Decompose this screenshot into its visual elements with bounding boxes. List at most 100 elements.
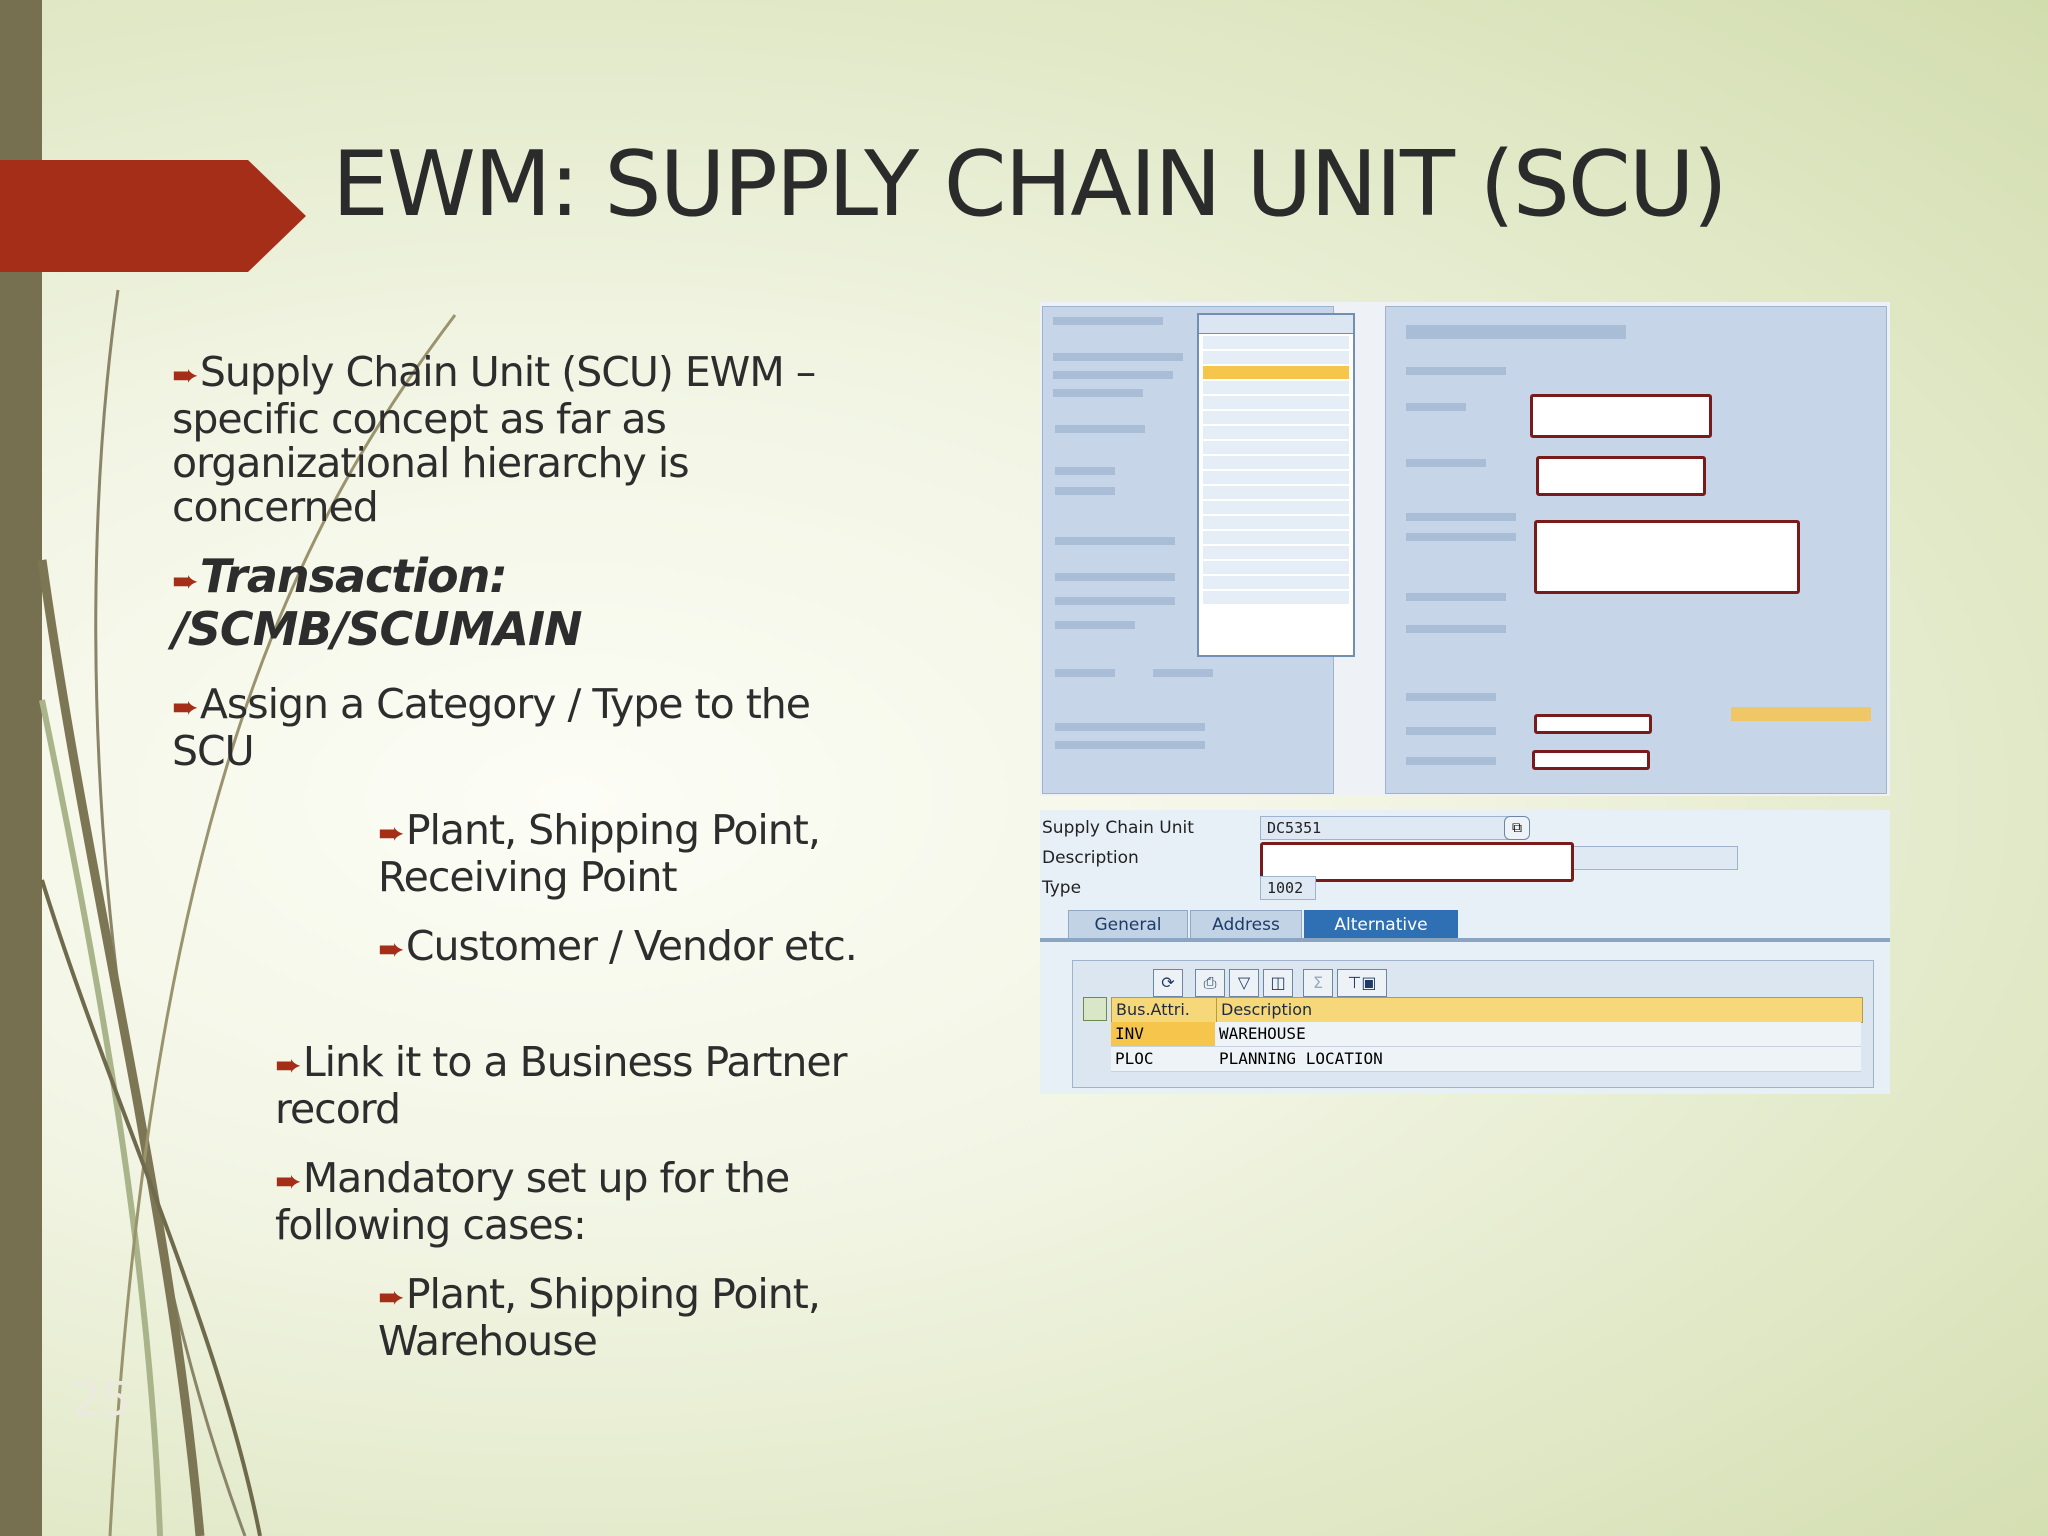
- field-placeholder: [1406, 625, 1506, 633]
- cell-description[interactable]: WAREHOUSE: [1219, 1024, 1306, 1043]
- bullet-business-partner: ➨Link it to a Business Partner record: [275, 1040, 895, 1131]
- popup-list-item: [1203, 456, 1349, 469]
- tab-strip: General Address Alternative: [1060, 908, 1880, 940]
- popup-list-item: [1203, 561, 1349, 574]
- bullet-text: Transaction: /SCMB/SCUMAIN: [172, 549, 583, 656]
- arrow-bullet-icon: ➨: [378, 1278, 405, 1316]
- field-placeholder: [1055, 723, 1205, 731]
- table-header-row: Bus.Attri. Description: [1111, 997, 1863, 1023]
- field-placeholder: [1055, 537, 1175, 545]
- field-placeholder: [1055, 741, 1205, 749]
- field-placeholder: [1053, 371, 1173, 379]
- field-placeholder: [1055, 669, 1115, 677]
- field-placeholder: [1406, 693, 1496, 701]
- field-placeholder: [1406, 533, 1516, 541]
- column-header-bus-attri[interactable]: Bus.Attri.: [1116, 1000, 1190, 1019]
- refresh-icon[interactable]: ⟳: [1153, 969, 1183, 997]
- table-row[interactable]: INV WAREHOUSE: [1111, 1022, 1861, 1047]
- field-placeholder: [1406, 403, 1466, 411]
- bullet-mandatory-setup: ➨Mandatory set up for the following case…: [275, 1156, 895, 1247]
- bullet-text: Assign a Category / Type to the SCU: [172, 680, 811, 775]
- print-icon[interactable]: ⎙: [1195, 969, 1225, 997]
- decorative-swooshes: [37, 289, 457, 1536]
- redacted-language-box: [1534, 714, 1652, 734]
- cell-bus-attri[interactable]: INV: [1111, 1022, 1215, 1046]
- redacted-street-address-box: [1534, 520, 1800, 594]
- arrow-bullet-icon: ➨: [275, 1046, 302, 1084]
- bullet-text: Customer / Vendor etc.: [405, 922, 858, 970]
- popup-list-item: [1203, 576, 1349, 589]
- layout-icon[interactable]: ⊤▣: [1337, 969, 1387, 997]
- other-communication-button: [1731, 707, 1871, 721]
- tab-general[interactable]: General: [1068, 910, 1188, 940]
- column-header-description[interactable]: Description: [1216, 998, 1861, 1022]
- popup-list-item-selected: [1203, 366, 1349, 379]
- field-placeholder: [1406, 757, 1496, 765]
- type-field[interactable]: 1002: [1260, 876, 1316, 900]
- popup-list-item: [1203, 486, 1349, 499]
- field-placeholder: [1053, 353, 1183, 361]
- field-placeholder: [1406, 727, 1496, 735]
- bullet-text: Plant, Shipping Point, Receiving Point: [378, 806, 821, 901]
- sap-screenshot-maintenance: [1040, 302, 1890, 796]
- popup-list-item: [1203, 471, 1349, 484]
- bullet-transaction: ➨Transaction: /SCMB/SCUMAIN: [172, 552, 732, 653]
- field-placeholder: [1055, 621, 1135, 629]
- tab-strip-placeholder: [1406, 325, 1626, 339]
- field-placeholder: [1055, 597, 1175, 605]
- popup-list-item: [1203, 546, 1349, 559]
- type-selection-popup: [1197, 313, 1355, 657]
- popup-list-item: [1203, 351, 1349, 364]
- title-arrow-shape: [0, 160, 306, 272]
- bullet-text: Link it to a Business Partner record: [275, 1038, 847, 1133]
- popup-list-item: [1203, 531, 1349, 544]
- popup-list-item: [1203, 411, 1349, 424]
- popup-list-item: [1203, 591, 1349, 604]
- popup-list-item: [1203, 426, 1349, 439]
- popup-list-item: [1203, 336, 1349, 349]
- find-icon[interactable]: ◫: [1263, 969, 1293, 997]
- bullet-customer-vendor: ➨Customer / Vendor etc.: [378, 924, 878, 971]
- cell-description[interactable]: PLANNING LOCATION: [1219, 1049, 1383, 1068]
- arrow-bullet-icon: ➨: [172, 356, 199, 394]
- redacted-name-box: [1530, 394, 1712, 438]
- popup-list-item: [1203, 381, 1349, 394]
- sum-icon[interactable]: Σ: [1303, 969, 1333, 997]
- field-placeholder: [1406, 459, 1486, 467]
- filter-icon[interactable]: ▽: [1229, 969, 1259, 997]
- popup-header: [1199, 315, 1353, 334]
- field-placeholder: [1055, 425, 1145, 433]
- arrow-bullet-icon: ➨: [172, 562, 199, 600]
- slide-title: EWM: SUPPLY CHAIN UNIT (SCU): [332, 132, 1728, 237]
- field-placeholder: [1055, 467, 1115, 475]
- field-placeholder: [1053, 389, 1143, 397]
- type-label: Type: [1042, 878, 1082, 898]
- popup-list-item: [1203, 441, 1349, 454]
- bullet-text: Plant, Shipping Point, Warehouse: [378, 1270, 821, 1365]
- bullet-plant-warehouse: ➨Plant, Shipping Point, Warehouse: [378, 1272, 878, 1363]
- cell-bus-attri[interactable]: PLOC: [1115, 1049, 1154, 1068]
- redacted-phone-box: [1532, 750, 1650, 770]
- bullet-plant-receiving: ➨Plant, Shipping Point, Receiving Point: [378, 808, 878, 899]
- tab-alternative[interactable]: Alternative: [1304, 910, 1458, 940]
- arrow-bullet-icon: ➨: [378, 930, 405, 968]
- row-selector-icon[interactable]: [1083, 997, 1107, 1021]
- match-code-icon[interactable]: ⧉: [1504, 816, 1530, 840]
- field-placeholder: [1153, 669, 1213, 677]
- bullet-assign-category: ➨Assign a Category / Type to the SCU: [172, 682, 872, 773]
- tab-address[interactable]: Address: [1190, 910, 1302, 940]
- bullet-scu-concept: ➨Supply Chain Unit (SCU) EWM – specific …: [172, 350, 872, 529]
- arrow-bullet-icon: ➨: [172, 688, 199, 726]
- popup-type-list: [1199, 336, 1353, 604]
- supply-chain-unit-label: Supply Chain Unit: [1042, 818, 1194, 838]
- slide-number: 25: [72, 1372, 131, 1426]
- field-placeholder: [1055, 573, 1175, 581]
- description-label: Description: [1042, 848, 1139, 868]
- arrow-bullet-icon: ➨: [275, 1162, 302, 1200]
- table-row[interactable]: PLOC PLANNING LOCATION: [1111, 1047, 1861, 1072]
- address-tab-panel: [1385, 306, 1887, 794]
- bullet-text: Supply Chain Unit (SCU) EWM – specific c…: [172, 348, 816, 531]
- redacted-search-term-box: [1536, 456, 1706, 496]
- supply-chain-unit-field[interactable]: DC5351: [1260, 816, 1508, 840]
- alternative-grid: ⟳ ⎙ ▽ ◫ Σ ⊤▣ Bus.Attri. Description INV …: [1072, 960, 1874, 1088]
